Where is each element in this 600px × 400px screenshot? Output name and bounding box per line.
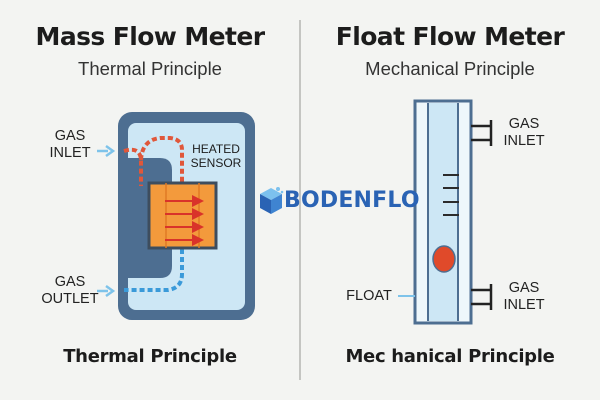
cube-logo-icon — [260, 187, 284, 214]
left-subtitle: Thermal Principle — [78, 58, 222, 79]
right-arrow-icon — [97, 284, 116, 298]
hot-flow-path — [123, 147, 143, 186]
right-title: Float Flow Meter — [335, 22, 565, 51]
right-caption: Mec hanical Principle — [345, 346, 555, 367]
panel-divider — [299, 20, 301, 380]
right-subtitle: Mechanical Principle — [365, 58, 535, 79]
hot-flow-path-upper — [139, 136, 184, 186]
float-label: FLOAT — [346, 288, 392, 304]
top-inlet-connector — [471, 120, 493, 146]
brand-logo: BODENFLO — [260, 184, 432, 218]
float-tube — [413, 99, 473, 325]
right-arrow-icon — [97, 144, 116, 158]
left-title: Mass Flow Meter — [35, 22, 266, 51]
heated-sensor — [147, 181, 218, 250]
left-caption: Thermal Principle — [63, 346, 237, 367]
brand-logo-text: BODENFLO — [284, 188, 420, 213]
cold-flow-path — [124, 249, 184, 292]
float-ball — [432, 245, 456, 273]
bottom-inlet-connector — [471, 284, 493, 310]
